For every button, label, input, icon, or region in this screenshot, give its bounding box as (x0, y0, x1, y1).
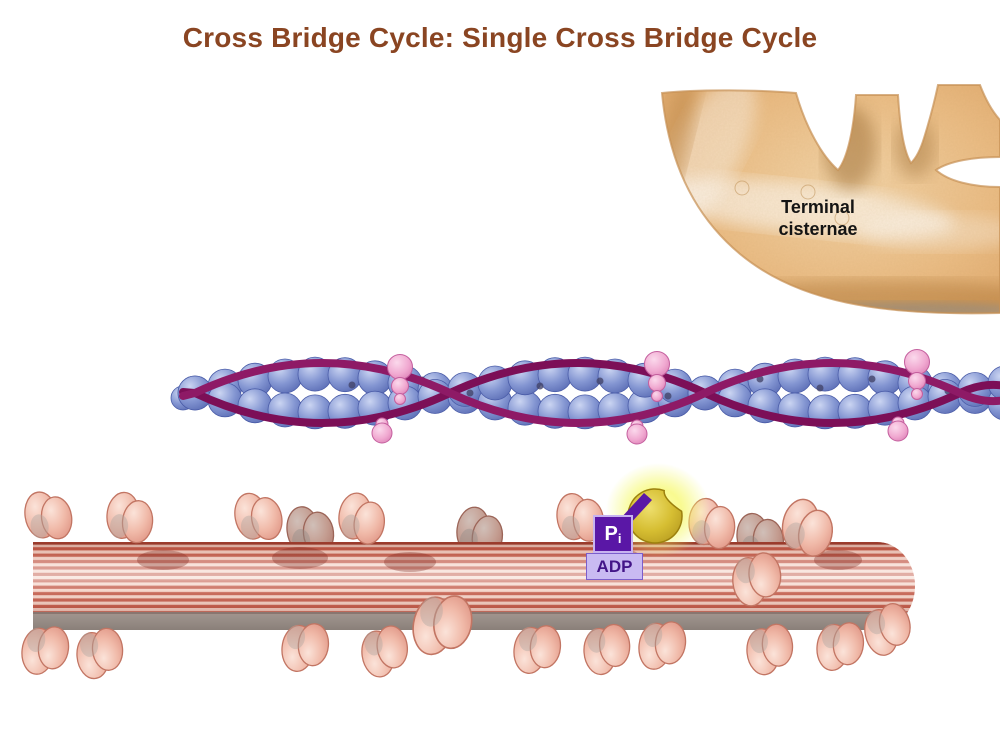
myosin-head (19, 623, 72, 678)
terminal-cisternae-label: Terminal cisternae (758, 196, 878, 240)
myosin-head (74, 626, 126, 681)
terminal-cisternae-label-line2: cisternae (778, 219, 858, 239)
tropomyosin-strand-back (179, 359, 1000, 427)
myosin-filament (19, 487, 916, 681)
pi-subscript: i (617, 530, 622, 546)
terminal-cisternae-illustration (661, 84, 1000, 315)
myosin-head (104, 490, 156, 545)
actin-filament (170, 349, 1000, 445)
pi-symbol: P (604, 522, 618, 545)
myosin-head (581, 622, 633, 677)
myosin-head (511, 622, 563, 677)
myosin-head (21, 487, 76, 544)
myosin-head (357, 623, 412, 680)
page-title: Cross Bridge Cycle: Single Cross Bridge … (182, 22, 818, 53)
troponin-complexes (371, 349, 930, 445)
terminal-cisternae-label-line1: Terminal (781, 197, 855, 217)
myosin-binding-sites (348, 375, 952, 400)
adp-tag: ADP (586, 553, 643, 580)
myosin-head (743, 622, 796, 677)
myosin-head (230, 487, 286, 546)
myosin-head (334, 490, 389, 547)
tropomyosin-strand-front (179, 359, 1000, 427)
